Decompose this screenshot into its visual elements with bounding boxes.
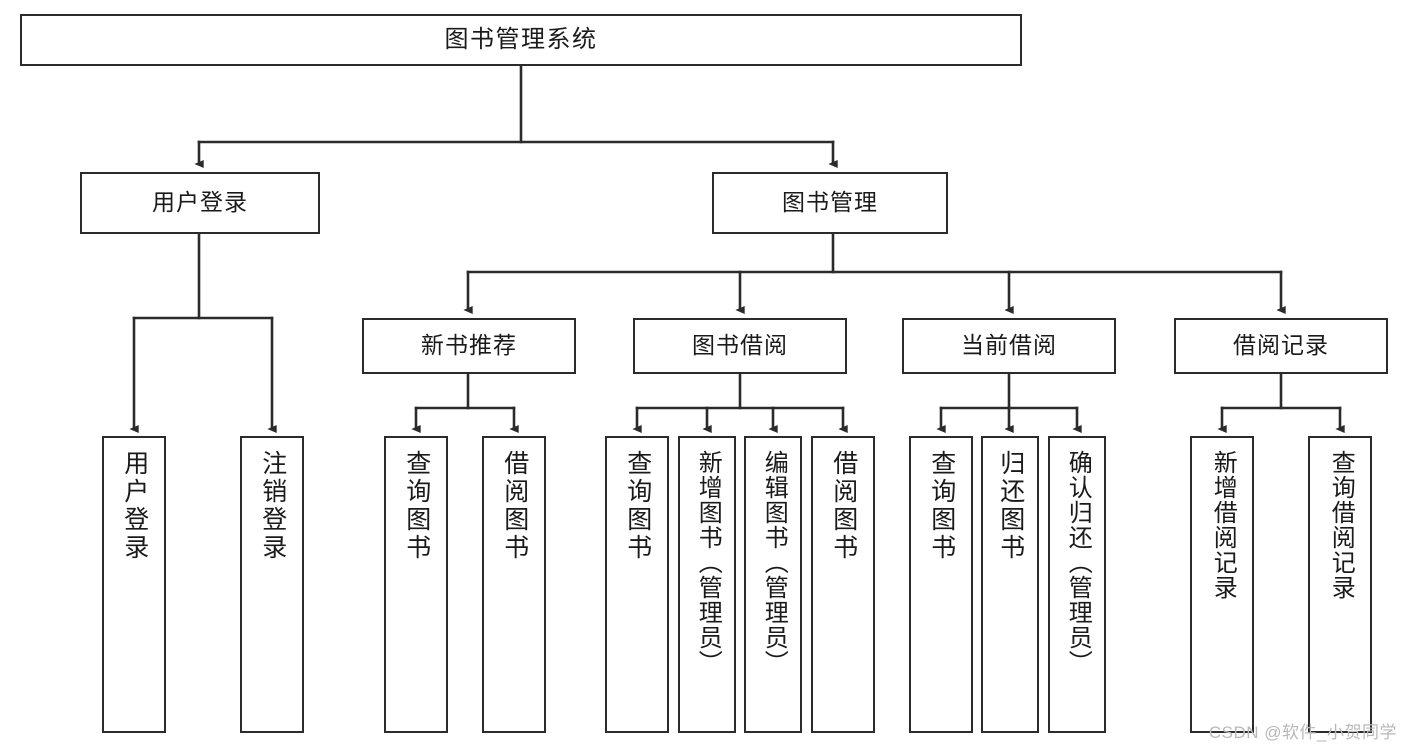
node-label: 查询图书 [402,450,431,562]
node-borrow-record[interactable]: 借阅记录 [1174,318,1388,374]
leaf-add-book-admin[interactable]: 新增图书（管理员） [678,436,736,733]
leaf-query-borrow-record[interactable]: 查询借阅记录 [1308,436,1372,733]
node-book-management[interactable]: 图书管理 [712,172,948,234]
leaf-user-login[interactable]: 用户登录 [102,436,166,733]
leaf-query-book-1[interactable]: 查询图书 [384,436,448,733]
node-label: 图书管理 [782,189,878,216]
node-label: 借阅图书 [829,450,858,562]
leaf-borrow-book-1[interactable]: 借阅图书 [482,436,546,733]
node-current-borrow[interactable]: 当前借阅 [902,318,1116,374]
leaf-confirm-return-admin[interactable]: 确认归还（管理员） [1048,436,1106,733]
node-label: 借阅记录 [1233,332,1329,359]
node-label: 用户登录 [120,450,149,562]
node-label: 新书推荐 [421,332,517,359]
leaf-borrow-book-2[interactable]: 借阅图书 [811,436,875,733]
node-new-book-recommend[interactable]: 新书推荐 [362,318,576,374]
node-book-borrow[interactable]: 图书借阅 [633,318,847,374]
leaf-logout-login[interactable]: 注销登录 [240,436,304,733]
leaf-query-book-3[interactable]: 查询图书 [909,436,973,733]
node-label: 注销登录 [258,450,287,562]
node-label: 图书管理系统 [444,25,598,53]
node-user-login[interactable]: 用户登录 [80,172,320,234]
node-label: 确认归还（管理员） [1064,450,1092,675]
leaf-return-book[interactable]: 归还图书 [981,436,1039,733]
node-root-book-management-system[interactable]: 图书管理系统 [20,14,1022,66]
csdn-watermark: CSDN @软件_小贺同学 [1208,723,1397,742]
node-label: 编辑图书（管理员） [760,450,788,675]
node-label: 图书借阅 [692,332,788,359]
node-label: 查询图书 [927,450,956,562]
node-label: 查询图书 [623,450,652,562]
node-label: 新增图书（管理员） [694,450,722,675]
node-label: 新增借阅记录 [1209,450,1237,600]
leaf-add-borrow-record[interactable]: 新增借阅记录 [1190,436,1254,733]
node-label: 当前借阅 [961,332,1057,359]
node-label: 借阅图书 [500,450,529,562]
node-label: 用户登录 [152,189,248,216]
leaf-edit-book-admin[interactable]: 编辑图书（管理员） [744,436,802,733]
node-label: 归还图书 [996,450,1025,562]
leaf-query-book-2[interactable]: 查询图书 [605,436,669,733]
node-label: 查询借阅记录 [1327,450,1355,600]
